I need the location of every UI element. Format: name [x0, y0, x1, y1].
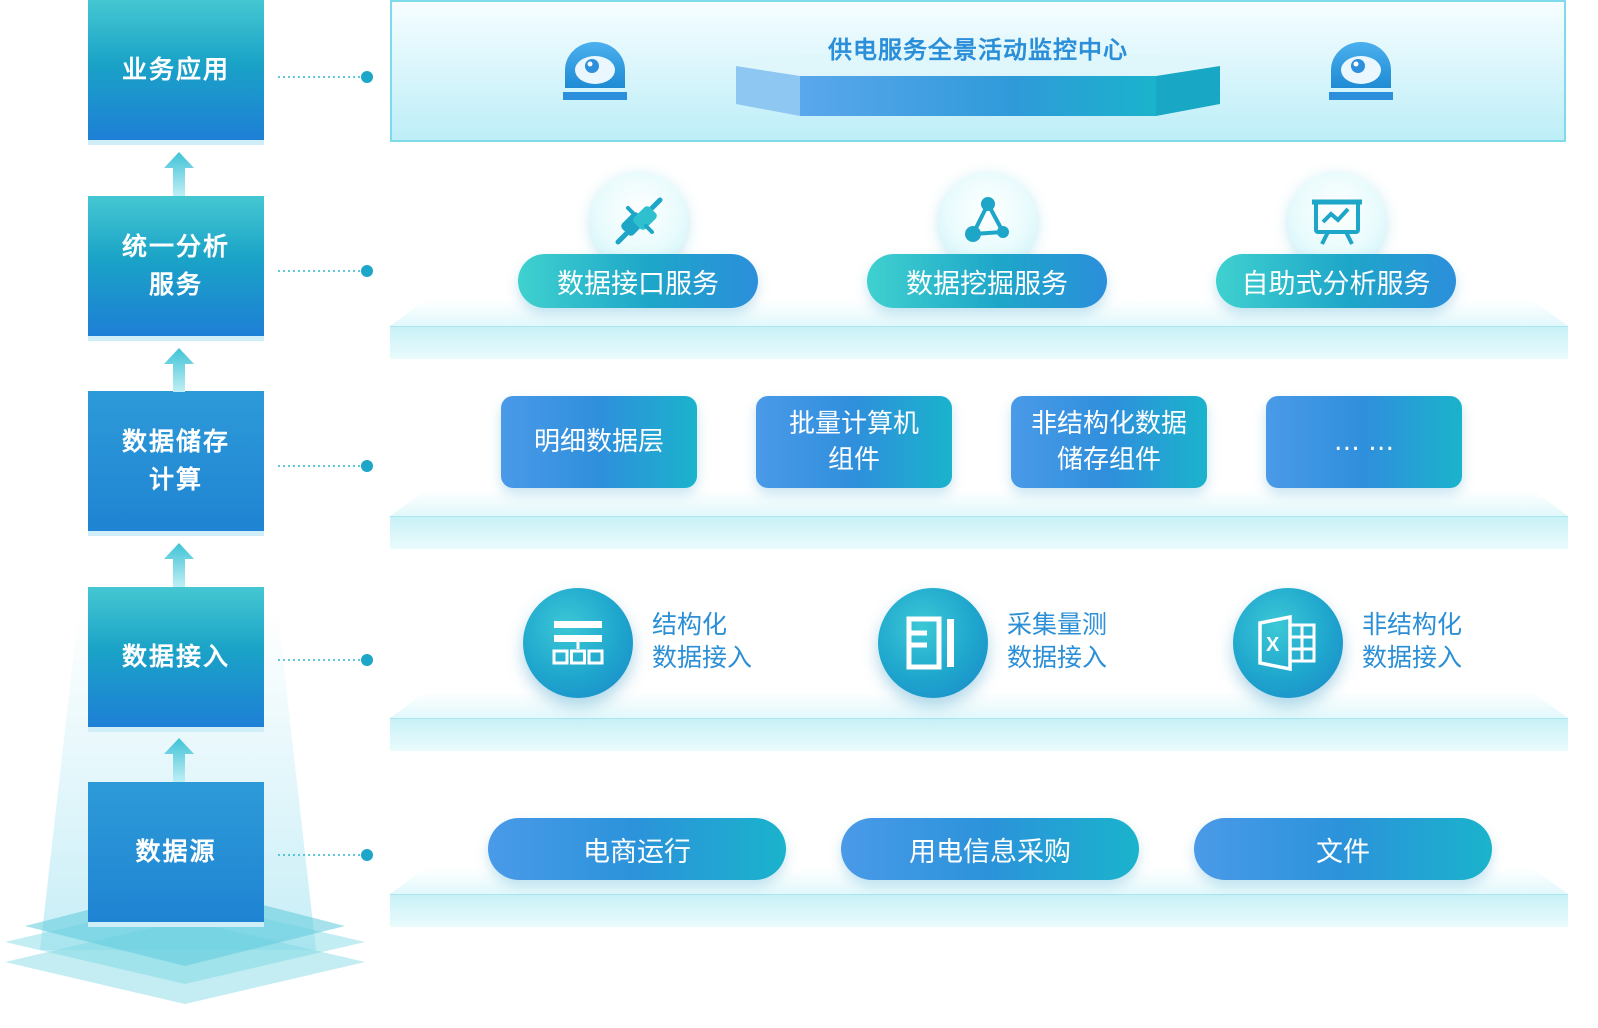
plug-icon	[615, 197, 663, 245]
service-self-analysis[interactable]: 自助式分析服务	[1216, 254, 1456, 308]
presentation-chart-icon	[1312, 199, 1362, 245]
ingest-unstructured-label: 非结构化 数据接入	[1362, 608, 1462, 674]
source-label: 用电信息采购	[909, 836, 1071, 868]
storage-label-line1: 非结构化数据	[1030, 409, 1187, 439]
ingest-unstructured-circle[interactable]: X	[1233, 588, 1343, 698]
ingest-structured-label: 结构化 数据接入	[652, 608, 752, 674]
monitor-platform	[736, 54, 1220, 116]
connector-dotted	[278, 265, 373, 277]
up-arrow-icon	[164, 543, 194, 587]
up-arrow-icon	[164, 348, 194, 392]
layer-label: 数据接入	[121, 642, 230, 671]
network-nodes-icon	[965, 197, 1009, 242]
ingest-label-line2: 数据接入	[1007, 643, 1108, 672]
ingest-label-line2: 数据接入	[1362, 643, 1463, 672]
layer-data-ingestion: 数据接入	[88, 587, 264, 727]
storage-label-line1: … …	[1333, 427, 1395, 457]
source-files[interactable]: 文件	[1194, 818, 1492, 880]
orb-presentation	[1288, 172, 1386, 270]
excel-icon: X	[1258, 614, 1316, 672]
ingest-structured-circle[interactable]	[523, 588, 633, 698]
layer-label: 数据源	[135, 837, 217, 866]
storage-unstructured[interactable]: 非结构化数据 储存组件	[1011, 396, 1207, 488]
robot-icon	[1329, 42, 1393, 100]
storage-more[interactable]: … …	[1266, 396, 1462, 488]
layer-unified-analysis: 统一分析 服务	[88, 196, 264, 336]
connector-dotted	[278, 460, 373, 472]
svg-text:X: X	[1266, 634, 1280, 656]
layer-data-source: 数据源	[88, 782, 264, 922]
up-arrow-icon	[164, 152, 194, 196]
storage-label-line2: 组件	[827, 445, 880, 475]
orb-network	[939, 172, 1037, 270]
pedestal-base	[5, 885, 365, 1004]
layer-storage-compute: 数据储存 计算	[88, 391, 264, 531]
platform-sources	[390, 868, 1568, 927]
service-label: 数据接口服务	[557, 268, 719, 300]
robot-icon	[563, 42, 627, 100]
source-label: 文件	[1316, 836, 1370, 868]
ingest-label-line2: 数据接入	[652, 643, 753, 672]
structure-icon	[552, 621, 604, 665]
connector-dotted	[278, 654, 373, 666]
meter-icon	[906, 616, 954, 670]
layer-label-line1: 统一分析	[121, 232, 230, 261]
layer-label-line2: 服务	[148, 270, 203, 299]
platform-ingestion	[390, 692, 1568, 751]
service-label: 自助式分析服务	[1241, 268, 1431, 300]
source-label: 电商运行	[583, 836, 691, 868]
application-title: 供电服务全景活动监控中心	[828, 36, 1128, 64]
storage-batch-compute[interactable]: 批量计算机 组件	[756, 396, 952, 488]
connector-dotted	[278, 71, 373, 83]
storage-label-line1: 批量计算机	[788, 409, 919, 439]
source-ecommerce[interactable]: 电商运行	[488, 818, 786, 880]
ingest-label-line1: 非结构化	[1362, 610, 1463, 639]
layer-label-line1: 数据储存	[121, 427, 230, 456]
layer-label: 业务应用	[121, 55, 230, 84]
storage-label-line2: 储存组件	[1056, 445, 1161, 475]
service-data-mining[interactable]: 数据挖掘服务	[867, 254, 1107, 308]
platform-analysis	[390, 300, 1568, 359]
ingest-label-line1: 采集量测	[1007, 610, 1108, 639]
ingest-meter-circle[interactable]	[878, 588, 988, 698]
platform-storage	[390, 490, 1568, 549]
layer-label-line2: 计算	[148, 465, 203, 494]
storage-detail-layer[interactable]: 明细数据层	[501, 396, 697, 488]
up-arrow-icon	[164, 738, 194, 782]
source-power-info[interactable]: 用电信息采购	[841, 818, 1139, 880]
service-data-interface[interactable]: 数据接口服务	[518, 254, 758, 308]
orb-plug	[590, 172, 688, 270]
service-label: 数据挖掘服务	[906, 268, 1068, 300]
connector-dotted	[278, 849, 373, 861]
ingest-label-line1: 结构化	[652, 610, 728, 639]
ingest-meter-label: 采集量测 数据接入	[1007, 608, 1107, 674]
storage-label-line1: 明细数据层	[533, 427, 664, 457]
layer-business-application: 业务应用	[88, 0, 264, 140]
